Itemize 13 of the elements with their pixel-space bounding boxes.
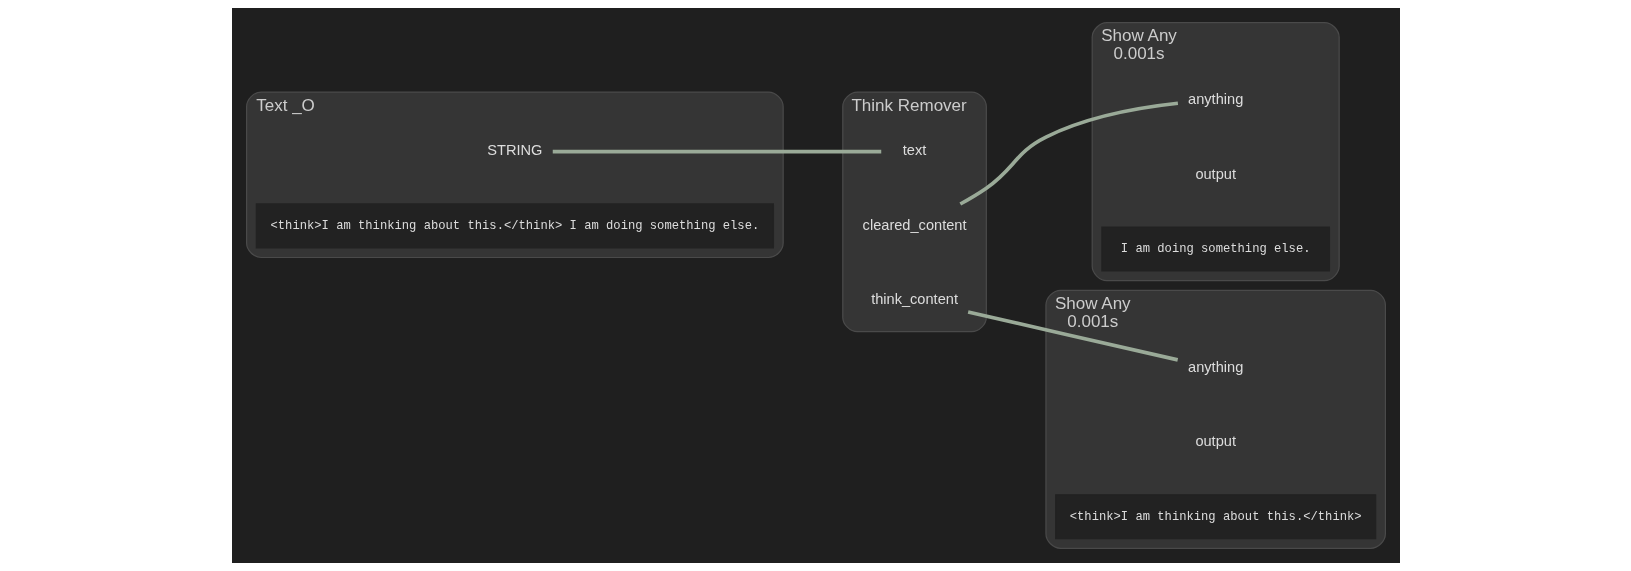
node-text: output [1194,165,1236,182]
connector [958,101,1178,206]
node-text: anything [1187,359,1243,376]
node-text: output [1194,433,1236,450]
node-text: think_content [870,290,958,307]
node-text: STRING [486,142,542,159]
node-text: anything [1187,91,1243,108]
node-label: 0.001s [1112,44,1165,64]
node-text: text [902,142,926,159]
node-text: cleared_content [862,216,966,233]
node-label: 0.001s [1066,312,1118,332]
connector [967,310,1178,362]
connector [552,149,881,154]
